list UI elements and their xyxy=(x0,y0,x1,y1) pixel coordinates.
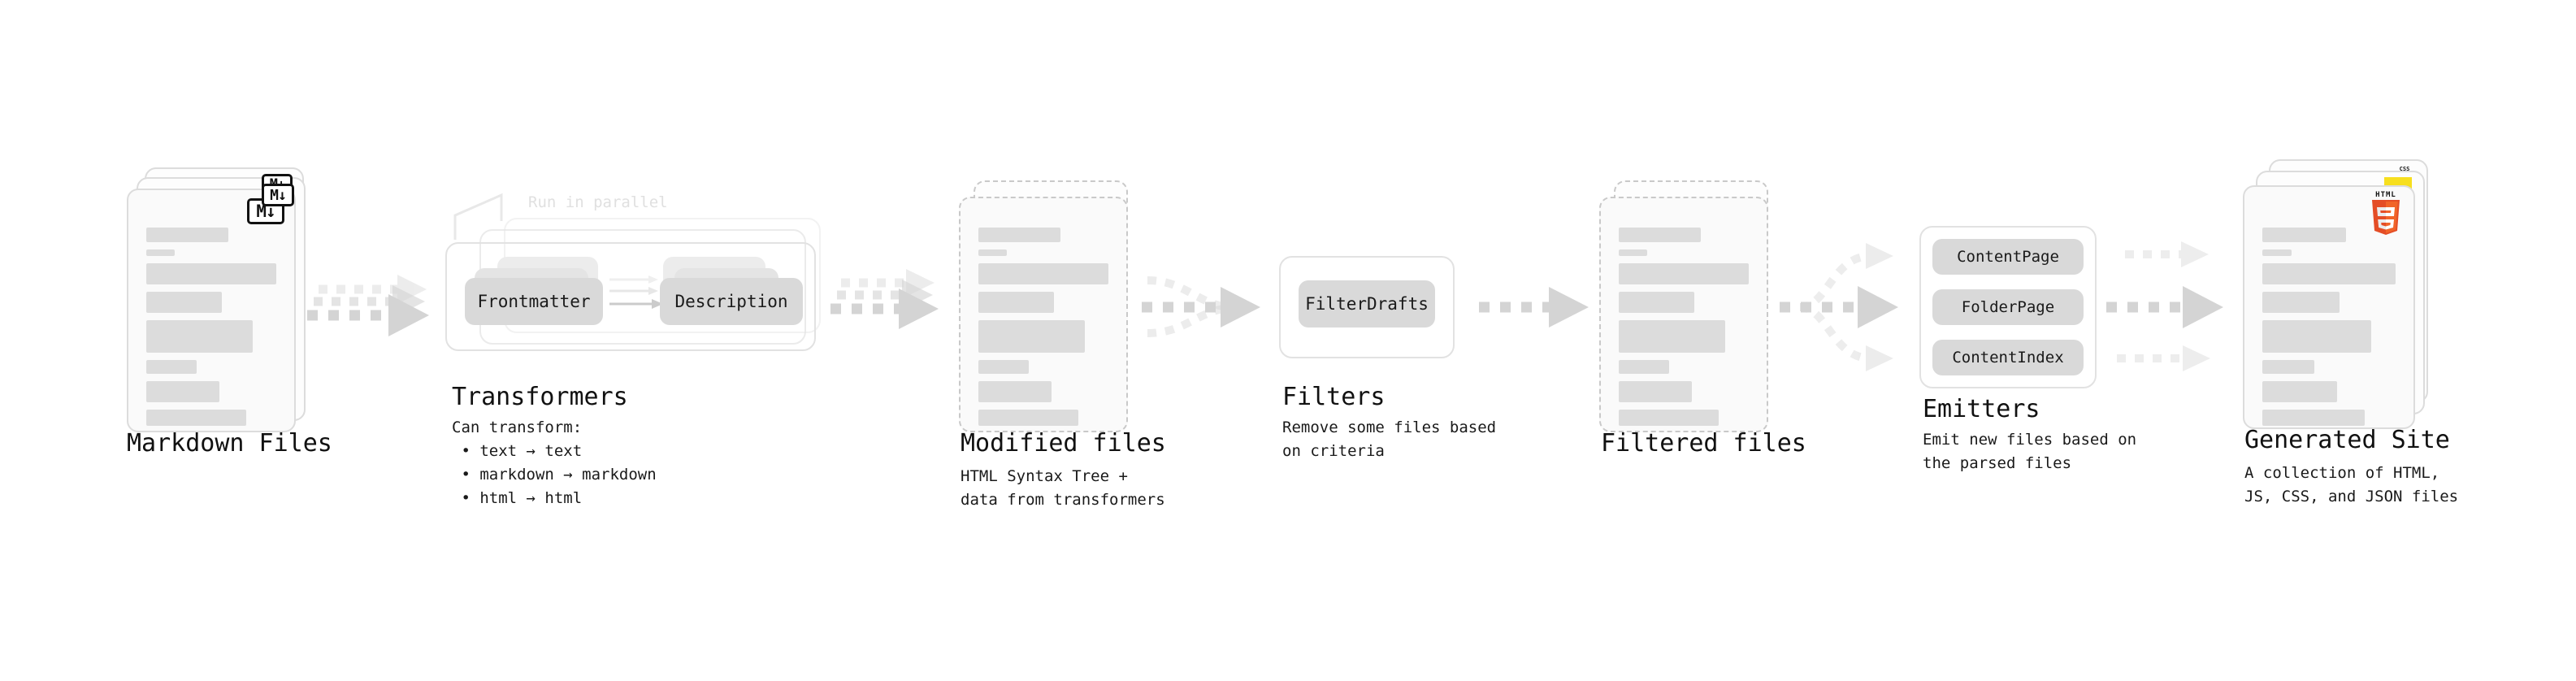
placeholder-bar xyxy=(2262,320,2372,353)
document-card-front xyxy=(959,197,1128,432)
placeholder-bar xyxy=(978,381,1052,402)
stage-subtitle-emitters: Emit new files based on the parsed files xyxy=(1923,431,2137,472)
placeholder-bar xyxy=(1619,410,1720,426)
placeholder-bar xyxy=(978,292,1054,313)
placeholder-bar xyxy=(978,320,1086,353)
placeholder-bar xyxy=(978,410,1079,426)
document-card-front: HTML xyxy=(2243,185,2415,429)
connector-transformers-to-modified xyxy=(830,269,939,329)
stage-title-modified-files: Modified files xyxy=(961,429,1166,458)
document-placeholder-lines xyxy=(1619,228,1749,433)
markdown-icon-letter: M xyxy=(270,186,279,204)
stage-title-filtered-files: Filtered files xyxy=(1601,429,1806,458)
html5-icon: HTML xyxy=(2368,192,2404,237)
chip-contentpage[interactable]: ContentPage xyxy=(1932,239,2084,275)
document-placeholder-lines xyxy=(978,228,1108,433)
stage-title-markdown-files: Markdown Files xyxy=(127,429,332,458)
document-stack xyxy=(959,180,1147,440)
placeholder-bar xyxy=(146,228,228,242)
stage-subtitle-transformers: Can transform: • text → text • markdown … xyxy=(452,419,657,507)
css3-icon-label: CSS xyxy=(2399,166,2410,172)
placeholder-bar xyxy=(2262,249,2292,256)
document-card-front xyxy=(1599,197,1768,432)
placeholder-bar xyxy=(1619,263,1749,284)
stage-generated-site: CSS HTML xyxy=(2243,159,2438,436)
placeholder-bar xyxy=(2262,410,2366,426)
placeholder-bar xyxy=(146,360,197,374)
chip-description[interactable]: Description xyxy=(660,278,803,325)
placeholder-bar xyxy=(978,249,1008,256)
stage-title-transformers: Transformers xyxy=(452,383,628,411)
transformer-inner-arrows xyxy=(609,275,663,309)
markdown-icon-arrow: ↓ xyxy=(266,202,276,221)
stage-title-emitters: Emitters xyxy=(1923,395,2040,423)
markdown-icon-arrow: ↓ xyxy=(278,186,287,204)
document-stack xyxy=(1599,180,1788,440)
connector-emitters-to-site xyxy=(2106,241,2223,371)
process-stack: Frontmatter Description xyxy=(445,218,829,364)
stage-filtered-files xyxy=(1599,180,1788,440)
markdown-icon-letter: M xyxy=(256,202,267,221)
placeholder-bar xyxy=(146,320,254,353)
placeholder-bar xyxy=(1619,320,1726,353)
stage-title-filters: Filters xyxy=(1282,383,1386,411)
markdown-icon: M↓ xyxy=(262,184,294,206)
placeholder-bar xyxy=(978,228,1060,242)
annotation-run-in-parallel: Run in parallel xyxy=(528,193,668,211)
html5-icon-shield xyxy=(2372,200,2400,235)
connector-modified-to-filters xyxy=(1142,276,1260,337)
chip-filterdrafts[interactable]: FilterDrafts xyxy=(1299,280,1435,327)
stage-subtitle-generated-site: A collection of HTML, JS, CSS, and JSON … xyxy=(2244,464,2459,505)
placeholder-bar xyxy=(1619,249,1648,256)
process-box-front xyxy=(445,242,816,351)
chip-contentindex[interactable]: ContentIndex xyxy=(1932,340,2084,375)
placeholder-bar xyxy=(2262,263,2396,284)
process-stack: ContentPage FolderPage ContentIndex xyxy=(1919,226,2097,388)
document-stack: M↓ M↓ M↓ xyxy=(127,167,322,436)
placeholder-bar xyxy=(1619,360,1670,374)
process-box-front xyxy=(1279,256,1455,358)
placeholder-bar xyxy=(1619,228,1701,242)
placeholder-bar xyxy=(978,360,1030,374)
placeholder-bar xyxy=(2262,228,2347,242)
document-placeholder-lines xyxy=(146,228,276,433)
placeholder-bar xyxy=(2262,360,2314,374)
process-stack: FilterDrafts xyxy=(1279,256,1455,358)
chip-frontmatter[interactable]: Frontmatter xyxy=(465,278,603,325)
stage-emitters: ContentPage FolderPage ContentIndex xyxy=(1919,226,2097,388)
stage-markdown-files: M↓ M↓ M↓ xyxy=(127,167,322,436)
placeholder-bar xyxy=(978,263,1108,284)
document-stack: CSS HTML xyxy=(2243,159,2438,436)
connector-md-to-transformers xyxy=(307,275,429,336)
stage-modified-files xyxy=(959,180,1147,440)
process-box-front xyxy=(1919,226,2097,388)
connector-filtered-to-emitters xyxy=(1780,243,1898,371)
placeholder-bar xyxy=(1619,292,1694,313)
stage-title-generated-site: Generated Site xyxy=(2244,426,2450,454)
placeholder-bar xyxy=(146,263,276,284)
placeholder-bar xyxy=(2262,381,2337,402)
document-card-front: M↓ xyxy=(127,189,296,432)
placeholder-bar xyxy=(146,381,219,402)
html5-icon-label: HTML xyxy=(2375,191,2396,199)
document-placeholder-lines xyxy=(2262,228,2396,433)
chip-folderpage[interactable]: FolderPage xyxy=(1932,289,2084,325)
connector-filters-to-filtered xyxy=(1479,287,1589,327)
placeholder-bar xyxy=(1619,381,1692,402)
placeholder-bar xyxy=(146,410,247,426)
placeholder-bar xyxy=(146,249,176,256)
placeholder-bar xyxy=(146,292,222,313)
stage-transformers: Frontmatter Description xyxy=(445,218,829,364)
stage-subtitle-modified-files: HTML Syntax Tree + data from transformer… xyxy=(961,467,1165,509)
stage-subtitle-filters: Remove some files based on criteria xyxy=(1282,419,1497,460)
placeholder-bar xyxy=(2262,292,2340,313)
stage-filters: FilterDrafts xyxy=(1279,256,1455,358)
